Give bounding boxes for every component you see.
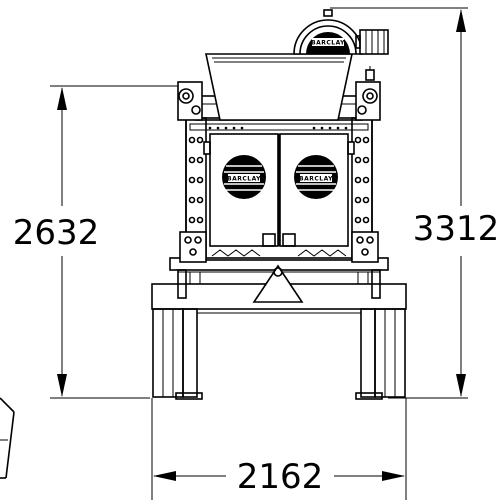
arrowhead-up [456, 9, 466, 32]
stand-leg-left-inner [182, 308, 198, 398]
jaw-teeth-left [211, 249, 261, 257]
arrowhead-down [456, 374, 466, 397]
vent-left: BARCLAY [222, 155, 266, 199]
pulley-logo: BARCLAY [311, 40, 345, 47]
vent-right: BARCLAY [294, 155, 338, 199]
stand-leg-right-inner [360, 308, 376, 398]
stand-leg-left-outer [152, 308, 184, 398]
arrowhead-up [57, 87, 67, 110]
arrowhead-down [57, 374, 67, 397]
motor-body [359, 29, 389, 55]
base-width-dimension: 2162 [151, 398, 407, 500]
lug-hole [273, 267, 283, 277]
base-width-label: 2162 [237, 457, 324, 497]
hanger-left [177, 269, 187, 299]
pivot-left-wheel [178, 88, 194, 104]
door-left [209, 133, 279, 247]
hopper [205, 53, 353, 121]
vent-right-logo: BARCLAY [299, 176, 333, 183]
door-handles [262, 233, 296, 247]
bracket-right [351, 231, 379, 263]
pivot-right [355, 81, 381, 121]
pulley-hub [323, 9, 333, 17]
vent-left-logo: BARCLAY [227, 176, 261, 183]
foot-left [175, 392, 203, 400]
arrowhead-left [153, 471, 176, 481]
arrowhead-right [382, 471, 405, 481]
frame-height-label: 2632 [13, 213, 100, 253]
right-column-bolts [354, 136, 370, 224]
overall-height-dimension: 3312 [330, 7, 499, 399]
door-right [279, 133, 349, 247]
feed-hopper [205, 53, 353, 121]
grease-nipple [365, 69, 375, 81]
pivot-right-wheel [362, 88, 378, 104]
overall-height-label: 3312 [413, 209, 499, 249]
foot-right [355, 392, 383, 400]
partial-side-element [0, 397, 15, 479]
frame-height-dimension: 2632 [13, 85, 180, 399]
hanger-right [371, 269, 381, 299]
left-column-bolts [188, 136, 204, 224]
jaw-teeth-right [297, 249, 347, 257]
crusher-body: BARCLAY BARCLAY [179, 117, 379, 263]
bracket-left [179, 231, 207, 263]
lower-crossbeam [169, 257, 389, 303]
stand-leg-right-outer [374, 308, 406, 398]
motor [355, 29, 389, 55]
drive-pulley: BARCLAY [293, 9, 363, 55]
lifting-lug [252, 264, 304, 303]
top-bolt-row [208, 126, 348, 130]
